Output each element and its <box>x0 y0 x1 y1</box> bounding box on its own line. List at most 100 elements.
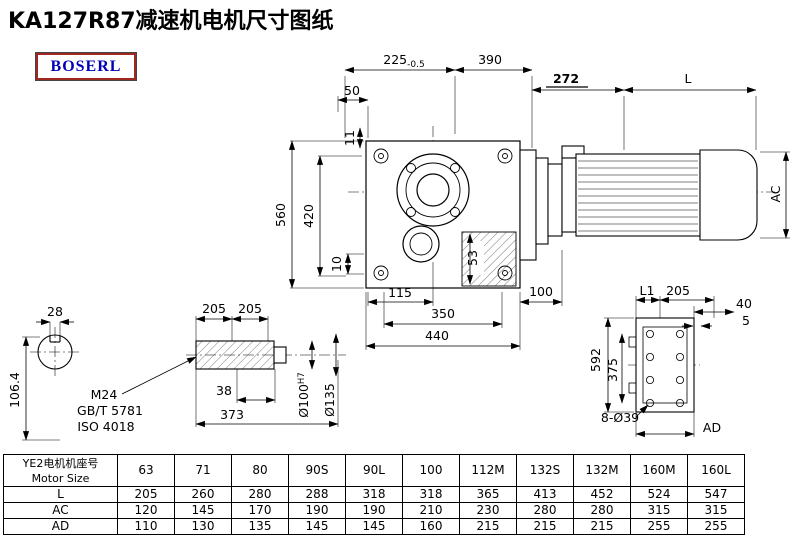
dim-value-cell: 315 <box>687 502 745 519</box>
dim-value-cell: 365 <box>459 486 517 503</box>
motor-size-cell: 160L <box>687 454 745 487</box>
standard-iso-label: ISO 4018 <box>77 419 134 434</box>
dim-value-cell: 120 <box>117 502 175 519</box>
standard-gb-label: GB/T 5781 <box>77 403 143 418</box>
motor-size-cell: 112M <box>459 454 517 487</box>
dim-value-cell: 318 <box>345 486 403 503</box>
leader-lines <box>36 318 712 418</box>
dim-115-label: 115 <box>388 285 412 300</box>
dim-375-label: 375 <box>605 358 620 382</box>
dim-225-label: 225-0.5 <box>383 52 424 70</box>
dim-38-label: 38 <box>216 383 232 398</box>
dimension-labels: 225-0.5 390 272 L 50 11 560 420 10 115 5… <box>7 52 783 435</box>
dim-value-cell: 215 <box>459 518 517 535</box>
dim-value-cell: 255 <box>687 518 745 535</box>
row-label-cell: AD <box>3 518 118 535</box>
dim-value-cell: 135 <box>231 518 289 535</box>
motor-size-cell: 90S <box>288 454 346 487</box>
dim-106-label: 106.4 <box>7 372 22 408</box>
table-header-en: Motor Size <box>31 471 90 485</box>
brand-logo: BOSERL <box>36 53 136 80</box>
dim-value-cell: 145 <box>345 518 403 535</box>
fan-cowl <box>699 149 758 241</box>
motor-size-cell: 132M <box>573 454 631 487</box>
dim-420-label: 420 <box>301 204 316 228</box>
motor-size-cell: 71 <box>174 454 232 487</box>
dim-5-label: 5 <box>742 313 750 328</box>
dim-value-cell: 255 <box>630 518 688 535</box>
dim-225-tolerance: -0.5 <box>407 60 425 70</box>
dim-value-cell: 215 <box>516 518 574 535</box>
dim-40-label: 40 <box>736 296 752 311</box>
dim-value-cell: 215 <box>573 518 631 535</box>
dim-560-label: 560 <box>273 203 288 227</box>
dim-value-cell: 315 <box>630 502 688 519</box>
table-row-L: L 205 260 280 288 318 318 365 413 452 52… <box>3 486 745 503</box>
dim-100-label: 100 <box>529 284 553 299</box>
row-label-cell: L <box>3 486 118 503</box>
dim-bore-label: Ø100H7 <box>296 372 311 418</box>
dim-350-label: 350 <box>431 306 455 321</box>
dim-value-cell: 452 <box>573 486 631 503</box>
dim-value-cell: 110 <box>117 518 175 535</box>
table-header-cn: YE2电机机座号 <box>22 456 99 470</box>
motor-size-cell: 80 <box>231 454 289 487</box>
table-row-AD: AD 110 130 135 145 145 160 215 215 215 2… <box>3 518 745 535</box>
dim-bore-value: Ø100 <box>296 384 311 418</box>
motor-size-cell: 90L <box>345 454 403 487</box>
shaft-side-view <box>195 340 287 370</box>
dim-value-cell: 190 <box>345 502 403 519</box>
dim-value-cell: 280 <box>573 502 631 519</box>
dim-272-label: 272 <box>553 71 579 86</box>
dim-value-cell: 145 <box>288 518 346 535</box>
dim-value-cell: 170 <box>231 502 289 519</box>
dim-holes-label: 8-Ø39 <box>601 410 639 425</box>
motor-size-cell: 132S <box>516 454 574 487</box>
thread-M24-label: M24 <box>91 387 118 402</box>
dim-373-label: 373 <box>220 407 244 422</box>
dim-135-label: Ø135 <box>322 383 337 417</box>
table-header-motor-size: YE2电机机座号 Motor Size <box>3 454 118 487</box>
table-row-AC: AC 120 145 170 190 190 210 230 280 280 3… <box>3 502 745 519</box>
dim-L1-label: L1 <box>640 283 655 298</box>
dim-390-label: 390 <box>478 52 502 67</box>
motor-size-cell: 160M <box>630 454 688 487</box>
dim-value-cell: 160 <box>402 518 460 535</box>
page-title: KA127R87减速机电机尺寸图纸 <box>8 9 334 34</box>
dim-value-cell: 230 <box>459 502 517 519</box>
brand-logo-text: BOSERL <box>50 57 122 75</box>
dim-440-label: 440 <box>425 328 449 343</box>
technical-drawing: 225-0.5 390 272 L 50 11 560 420 10 115 5… <box>7 52 790 441</box>
dim-value-cell: 210 <box>402 502 460 519</box>
dim-value-cell: 288 <box>288 486 346 503</box>
dim-value-cell: 413 <box>516 486 574 503</box>
row-label-cell: AC <box>3 502 118 519</box>
dim-value-cell: 190 <box>288 502 346 519</box>
dim-value-cell: 145 <box>174 502 232 519</box>
dim-value-cell: 524 <box>630 486 688 503</box>
dim-28-label: 28 <box>47 304 63 319</box>
motor-size-table: YE2电机机座号 Motor Size 63 71 80 90S 90L 100… <box>3 454 745 535</box>
dimension-lines <box>22 66 790 441</box>
dim-10-label: 10 <box>329 256 344 272</box>
dim-value-cell: 280 <box>516 502 574 519</box>
dim-AD-label: AD <box>703 420 721 435</box>
gearbox-front-view <box>365 140 521 289</box>
motor-fins <box>578 160 698 232</box>
dim-53-label: 53 <box>465 250 480 266</box>
output-flange-view <box>628 317 695 413</box>
dim-L-label: L <box>685 71 692 86</box>
dim-value-cell: 260 <box>174 486 232 503</box>
dim-11-label: 11 <box>342 130 357 146</box>
dim-592-label: 592 <box>588 348 603 372</box>
dim-value-cell: 205 <box>117 486 175 503</box>
dim-bore-fit: H7 <box>297 372 307 384</box>
dim-205a-label: 205 <box>202 301 226 316</box>
dim-205c-label: 205 <box>666 283 690 298</box>
dim-205b-label: 205 <box>238 301 262 316</box>
dim-value-cell: 130 <box>174 518 232 535</box>
dim-value-cell: 318 <box>402 486 460 503</box>
motor-size-cell: 63 <box>117 454 175 487</box>
dim-value-cell: 547 <box>687 486 745 503</box>
dim-value-cell: 280 <box>231 486 289 503</box>
